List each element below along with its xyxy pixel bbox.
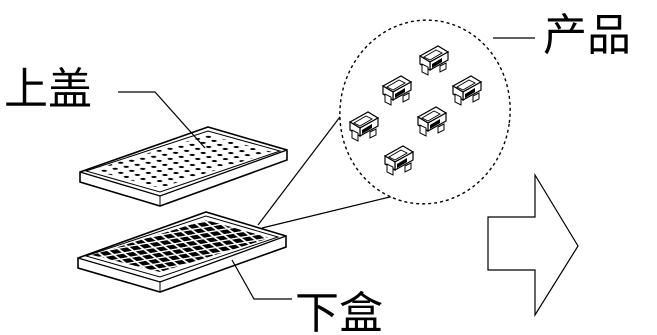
product-zoom-ellipse — [339, 19, 511, 205]
bottom-box-tray — [77, 211, 287, 293]
right-arrow-icon — [487, 172, 579, 318]
label-product: 产品 — [543, 10, 631, 61]
label-top-cover: 上盖 — [4, 64, 92, 115]
label-bottom-box: 下盒 — [295, 288, 383, 335]
leader-lines — [118, 37, 535, 300]
top-cover-tray — [79, 126, 288, 207]
